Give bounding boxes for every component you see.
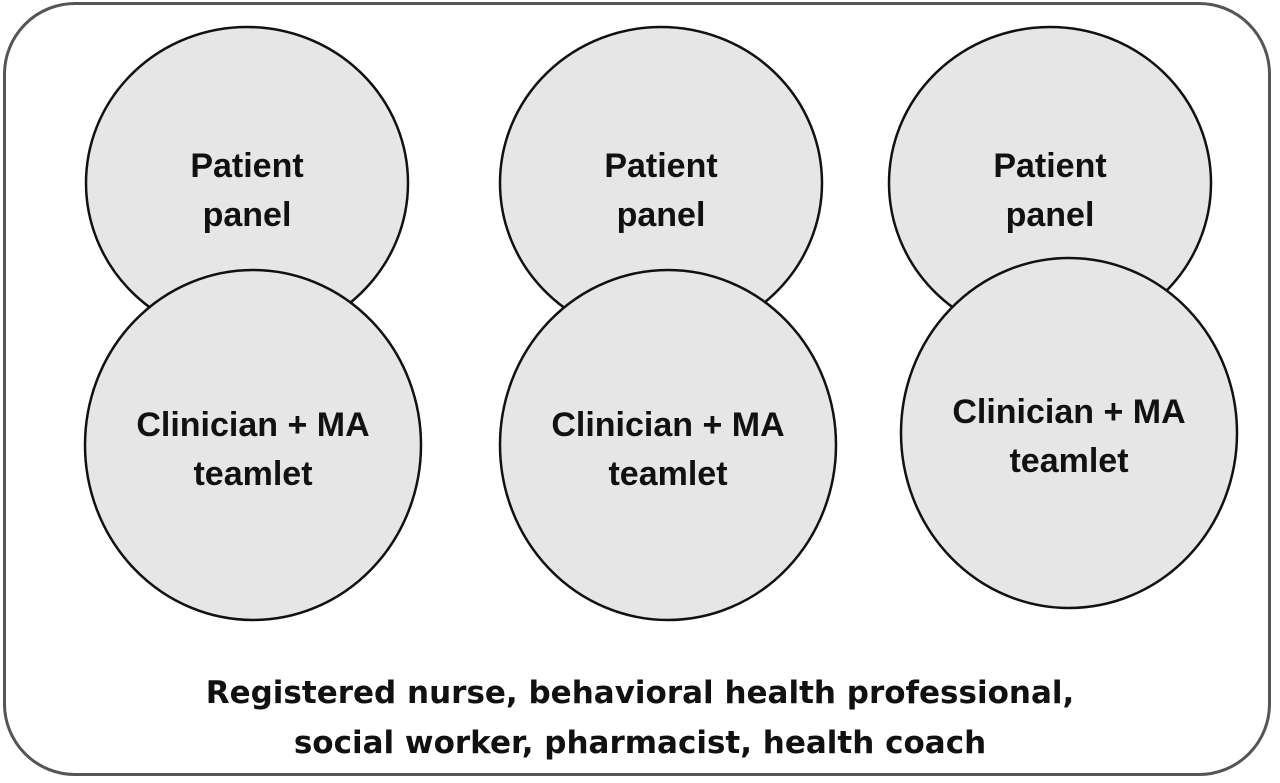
support-staff-caption: Registered nurse, behavioral health prof…: [0, 668, 1280, 768]
teamlet-circle-3: [899, 256, 1239, 610]
teamlet-circle-2: [498, 268, 838, 622]
teamlet-circle-1: [83, 268, 423, 622]
teamlet-label-2b: teamlet: [608, 455, 727, 493]
teamlet-label-3b: teamlet: [1009, 442, 1128, 480]
teamlet-label-1a: Clinician + MA: [136, 406, 369, 444]
teamlet-label-2a: Clinician + MA: [551, 406, 784, 444]
patient-panel-label-1b: panel: [203, 196, 292, 234]
patient-panel-label-3a: Patient: [993, 147, 1106, 185]
teamlet-label-3a: Clinician + MA: [952, 393, 1185, 431]
support-staff-line-2: social worker, pharmacist, health coach: [293, 725, 987, 761]
patient-panel-label-2b: panel: [617, 196, 706, 234]
care-unit-3: Patient panel Clinician + MA teamlet: [887, 25, 1239, 610]
care-unit-2: Patient panel Clinician + MA teamlet: [498, 25, 838, 622]
support-staff-line-1: Registered nurse, behavioral health prof…: [205, 675, 1075, 711]
teamlet-label-1b: teamlet: [193, 455, 312, 493]
patient-panel-label-1a: Patient: [190, 147, 303, 185]
patient-panel-label-3b: panel: [1006, 196, 1095, 234]
patient-panel-label-2a: Patient: [604, 147, 717, 185]
care-unit-1: Patient panel Clinician + MA teamlet: [83, 25, 423, 622]
